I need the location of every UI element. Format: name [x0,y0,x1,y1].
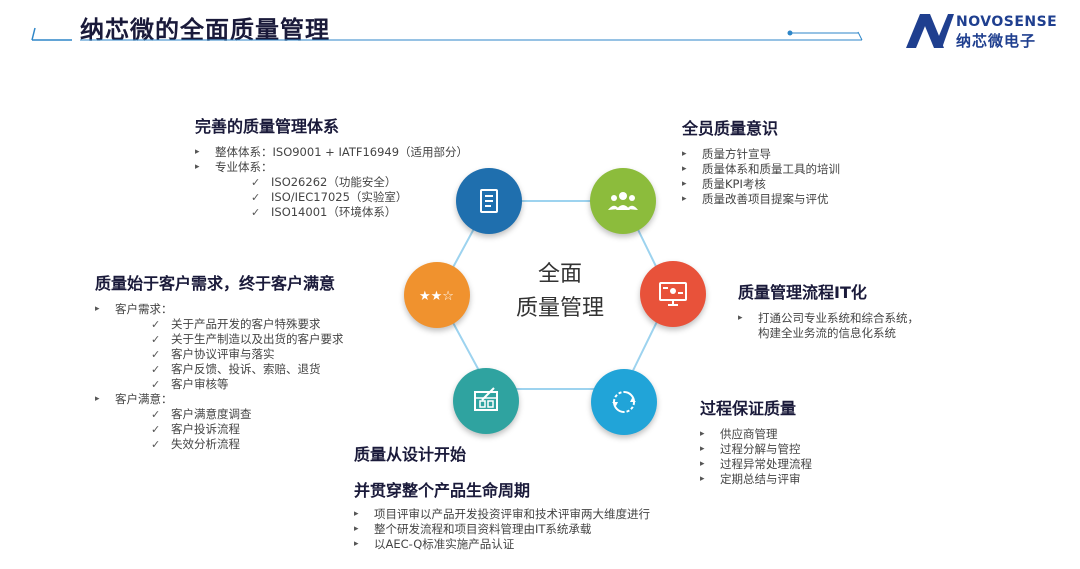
page-title: 纳芯微的全面质量管理 [80,16,330,44]
section-customer: 质量始于客户需求，终于客户满意 客户需求： 关于产品开发的客户特殊要求 关于生产… [95,270,344,452]
section-design: 质量从设计开始 并贯穿整个产品生命周期 项目评审以产品开发投资评审和技术评审两大… [354,441,650,552]
cycle-icon [612,391,636,413]
section-customer-list: 客户需求： 关于产品开发的客户特殊要求 关于生产制造以及出货的客户要求 客户协议… [95,302,344,452]
list-item: 以AEC-Q标准实施产品认证 [354,537,650,552]
center-line-1: 全面 [537,262,582,287]
list-item: ISO14001（环境体系） [195,205,468,220]
list-item: 供应商管理 [700,427,812,442]
section-process-title: 过程保证质量 [700,399,797,418]
brand-name-cn: 纳芯微电子 [956,32,1037,50]
node-it [640,261,706,327]
node-process [591,369,657,435]
header-decoration [31,27,863,41]
brand-name-en: NOVOSENSE [956,14,1058,30]
list-item: 客户需求： [95,302,344,317]
monitor-icon [659,282,687,306]
list-item: 客户满意： [95,392,344,407]
list-item: 项目评审以产品开发投资评审和技术评审两大维度进行 [354,507,650,522]
list-item: 过程异常处理流程 [700,457,812,472]
list-item: 专业体系： [195,160,468,175]
list-item: 关于生产制造以及出货的客户要求 [95,332,344,347]
section-awareness: 全员质量意识 质量方针宣导 质量体系和质量工具的培训 质量KPI考核 质量改善项… [682,115,840,207]
svg-text:★★☆: ★★☆ [419,289,454,304]
section-process: 过程保证质量 供应商管理 过程分解与管控 过程异常处理流程 定期总结与评审 [700,395,812,487]
list-item: 定期总结与评审 [700,472,812,487]
novosense-logo-icon [906,14,954,48]
list-item: 失效分析流程 [95,437,344,452]
list-item: ISO26262（功能安全） [195,175,468,190]
list-item: 客户投诉流程 [95,422,344,437]
list-item: 打通公司专业系统和综合系统， [738,311,919,326]
section-system: 完善的质量管理体系 整体体系：ISO9001 + IATF16949（适用部分）… [195,113,468,220]
center-label: 全面 质量管理 [480,258,640,326]
list-item: 客户满意度调查 [95,407,344,422]
blueprint-icon [474,387,498,411]
section-process-list: 供应商管理 过程分解与管控 过程异常处理流程 定期总结与评审 [700,427,812,487]
section-awareness-list: 质量方针宣导 质量体系和质量工具的培训 质量KPI考核 质量改善项目提案与评优 [682,147,840,207]
list-item: 质量KPI考核 [682,177,840,192]
list-item: 关于产品开发的客户特殊要求 [95,317,344,332]
list-item: 整个研发流程和项目资料管理由IT系统承载 [354,522,650,537]
list-item: 过程分解与管控 [700,442,812,457]
list-item: 构建全业务流的信息化系统 [758,326,896,340]
node-design [453,368,519,434]
section-design-title-2: 并贯穿整个产品生命周期 [354,481,531,500]
people-icon [608,192,638,210]
section-awareness-title: 全员质量意识 [682,119,779,138]
section-customer-title: 质量始于客户需求，终于客户满意 [95,274,336,293]
section-design-title-1: 质量从设计开始 [354,445,467,464]
list-item: 质量体系和质量工具的培训 [682,162,840,177]
center-line-2: 质量管理 [515,296,604,321]
section-system-list: 整体体系：ISO9001 + IATF16949（适用部分） 专业体系： ISO… [195,145,468,220]
list-item: 客户协议评审与落实 [95,347,344,362]
list-item: 客户审核等 [95,377,344,392]
list-item: 客户反馈、投诉、索赔、退货 [95,362,344,377]
section-system-title: 完善的质量管理体系 [195,117,340,136]
list-item: ISO/IEC17025（实验室） [195,190,468,205]
brand-logo: NOVOSENSE 纳芯微电子 [904,10,1064,50]
section-it-title: 质量管理流程IT化 [738,283,867,302]
node-awareness [590,168,656,234]
list-item: 质量改善项目提案与评优 [682,192,840,207]
document-icon [480,189,498,213]
node-customer: ★★☆ [404,262,470,328]
section-it: 质量管理流程IT化 打通公司专业系统和综合系统， 构建全业务流的信息化系统 [738,279,919,341]
section-design-list: 项目评审以产品开发投资评审和技术评审两大维度进行 整个研发流程和项目资料管理由I… [354,507,650,552]
list-item: 质量方针宣导 [682,147,840,162]
stars-icon: ★★☆ [419,289,454,304]
list-item: 整体体系：ISO9001 + IATF16949（适用部分） [195,145,468,160]
section-it-list: 打通公司专业系统和综合系统， 构建全业务流的信息化系统 [738,311,919,341]
